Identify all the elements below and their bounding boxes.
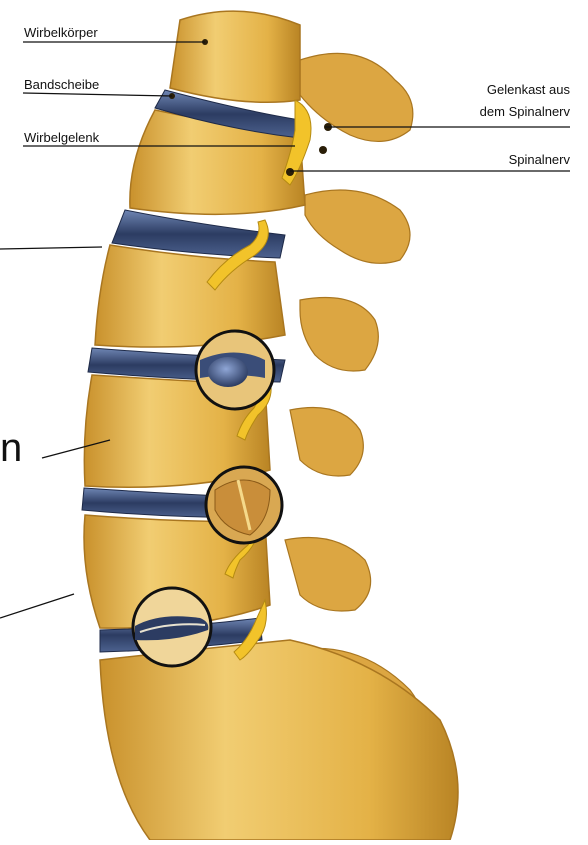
sacrum	[100, 640, 458, 840]
label-gelenkast-line2: dem Spinalnerv	[480, 104, 570, 119]
cut-off-label-letter: n	[0, 426, 22, 470]
label-bandscheibe: Bandscheibe	[24, 77, 99, 92]
label-wirbelkoerper: Wirbelkörper	[24, 25, 98, 40]
callout-herniated-disc	[196, 331, 274, 409]
label-wirbelgelenk: Wirbelgelenk	[24, 130, 99, 145]
label-spinalnerv: Spinalnerv	[509, 152, 570, 167]
vertebra-1	[170, 11, 300, 102]
callout-disc-degeneration	[133, 588, 211, 666]
vertebra-3	[95, 245, 285, 347]
label-gelenkast-line1: Gelenkast aus	[487, 82, 570, 97]
callout-facet-arthrosis	[206, 467, 282, 543]
